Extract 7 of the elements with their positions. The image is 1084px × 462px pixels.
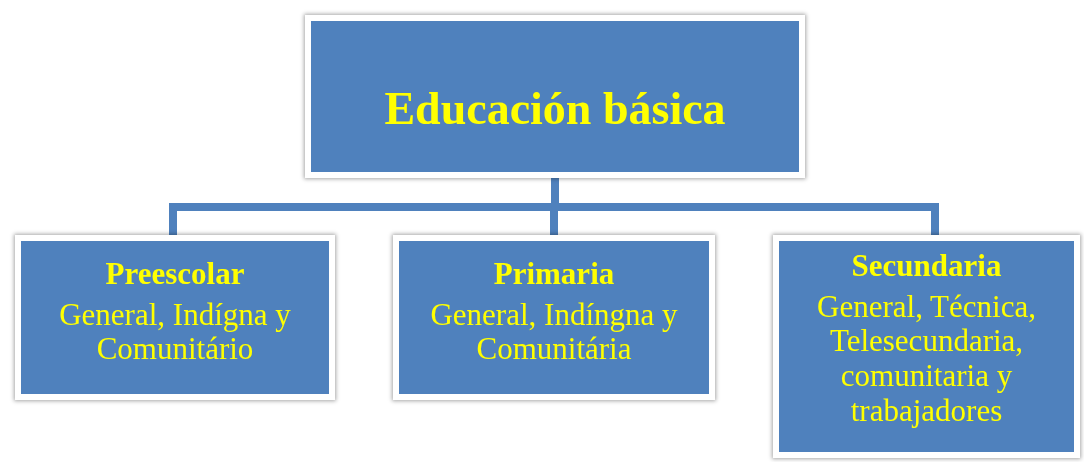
box-title: Preescolar	[105, 257, 245, 292]
box-description: General, Indíngna y Comunitária	[429, 297, 679, 368]
box-title: Primaria	[493, 257, 615, 292]
box-description: General, Indígna y Comunitário	[58, 297, 292, 368]
box-description: General, Técnica, Telesecundaria, comunitaria y trabajadores	[816, 289, 1037, 429]
box-title: Secundaria	[851, 249, 1002, 284]
box-title: Educación básica	[384, 83, 726, 135]
